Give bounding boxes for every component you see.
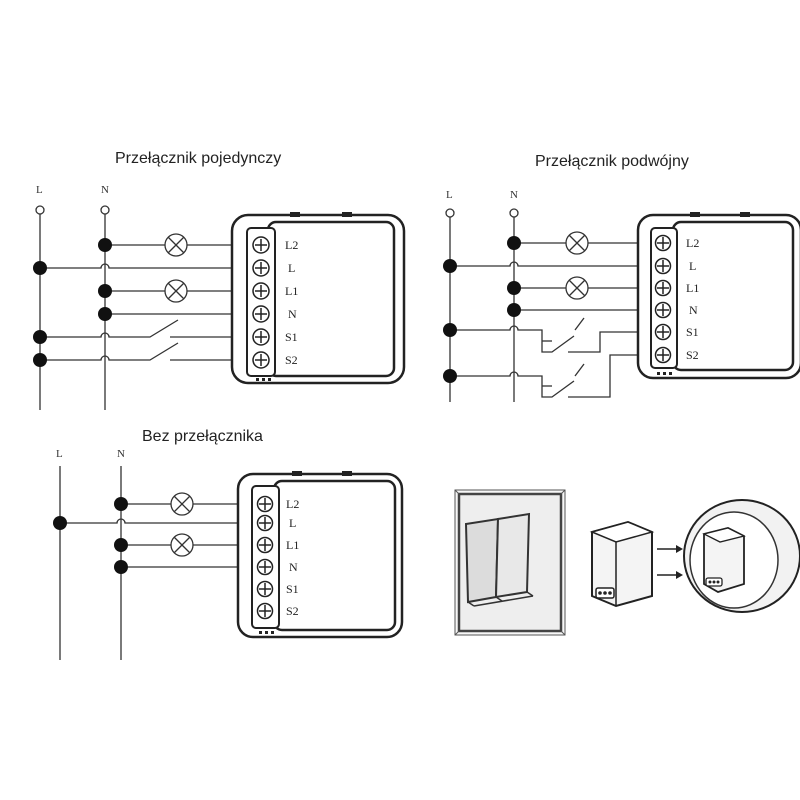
screw-terminal-n: [252, 305, 270, 323]
relay-module: L2 L L1 N S1 S2: [236, 471, 404, 639]
l-terminal-ring: [35, 205, 45, 215]
terminal-label-l1: L1: [285, 284, 298, 298]
terminal-label-l1: L1: [686, 281, 699, 295]
relay-module: L2 L L1 N S1 S2: [636, 212, 800, 380]
terminal-label-n: N: [288, 307, 297, 321]
terminal-label-s2: S2: [285, 353, 298, 367]
screw-terminal-s2: [654, 346, 672, 364]
line-label-n: N: [101, 184, 109, 196]
terminal-label-l: L: [689, 259, 696, 273]
line-label-n: N: [117, 448, 125, 460]
junction-dot: [507, 236, 521, 250]
screw-terminal-l: [252, 259, 270, 277]
terminal-label-s1: S1: [285, 330, 298, 344]
junction-dot: [443, 323, 457, 337]
arrow-right-icon: [657, 545, 683, 553]
screw-terminal-s2: [256, 602, 274, 620]
screw-terminal-n: [654, 301, 672, 319]
junction-dot: [33, 353, 47, 367]
lamp-icon: [565, 276, 589, 300]
diagram-title: Bez przełącznika: [142, 428, 263, 445]
junction-dot: [114, 538, 128, 552]
screw-terminal-s2: [252, 351, 270, 369]
lamp-icon: [170, 492, 194, 516]
junction-dot: [98, 238, 112, 252]
screw-terminal-l2: [252, 236, 270, 254]
diagram-single-switch: Przełącznik pojedynczy L N: [33, 150, 406, 410]
terminal-label-n: N: [689, 303, 698, 317]
diagram-no-switch: Bez przełącznika L N: [53, 428, 404, 660]
junction-dot: [114, 497, 128, 511]
screw-terminal-l2: [654, 234, 672, 252]
terminal-label-s1: S1: [286, 582, 299, 596]
screw-terminal-l1: [256, 536, 274, 554]
diagram-title: Przełącznik podwójny: [535, 153, 689, 170]
terminal-label-l1: L1: [286, 538, 299, 552]
junction-dot: [53, 516, 67, 530]
junction-dot: [114, 560, 128, 574]
junction-dot: [98, 284, 112, 298]
screw-terminal-l: [256, 514, 274, 532]
n-terminal-ring: [509, 208, 519, 218]
terminal-label-l: L: [288, 261, 295, 275]
line-label-l: L: [446, 189, 453, 201]
junction-dot: [443, 259, 457, 273]
relay-module-illustration: [589, 520, 655, 608]
terminal-label-s2: S2: [686, 348, 699, 362]
l-terminal-ring: [445, 208, 455, 218]
junction-dot: [33, 261, 47, 275]
junction-dot: [443, 369, 457, 383]
lamp-icon: [565, 231, 589, 255]
line-label-l: L: [36, 184, 43, 196]
screw-terminal-l: [654, 257, 672, 275]
diagram-title: Przełącznik pojedynczy: [115, 150, 281, 167]
screw-terminal-s1: [252, 328, 270, 346]
wall-box-illustration: [683, 499, 800, 613]
screw-terminal-n: [256, 558, 274, 576]
terminal-label-n: N: [289, 560, 298, 574]
lamp-icon: [170, 533, 194, 557]
terminal-label-l2: L2: [686, 236, 699, 250]
arrow-right-icon: [657, 571, 683, 579]
wall-switch-illustration: [454, 489, 566, 636]
n-terminal-ring: [100, 205, 110, 215]
junction-dot: [98, 307, 112, 321]
screw-terminal-l1: [252, 282, 270, 300]
installation-illustration: [454, 489, 800, 636]
junction-dot: [507, 281, 521, 295]
screw-terminal-l1: [654, 279, 672, 297]
terminal-label-s2: S2: [286, 604, 299, 618]
screw-terminal-s1: [256, 580, 274, 598]
terminal-label-s1: S1: [686, 325, 699, 339]
junction-dot: [33, 330, 47, 344]
screw-terminal-s1: [654, 323, 672, 341]
junction-dot: [507, 303, 521, 317]
terminal-label-l2: L2: [285, 238, 298, 252]
terminal-label-l2: L2: [286, 497, 299, 511]
line-label-n: N: [510, 189, 518, 201]
line-label-l: L: [56, 448, 63, 460]
relay-module: L2 L L1 N S1 S2: [230, 212, 406, 385]
screw-terminal-l2: [256, 495, 274, 513]
lamp-icon: [164, 279, 188, 303]
lamp-icon: [164, 233, 188, 257]
diagram-double-switch: Przełącznik podwójny L N: [443, 153, 800, 402]
terminal-label-l: L: [289, 516, 296, 530]
